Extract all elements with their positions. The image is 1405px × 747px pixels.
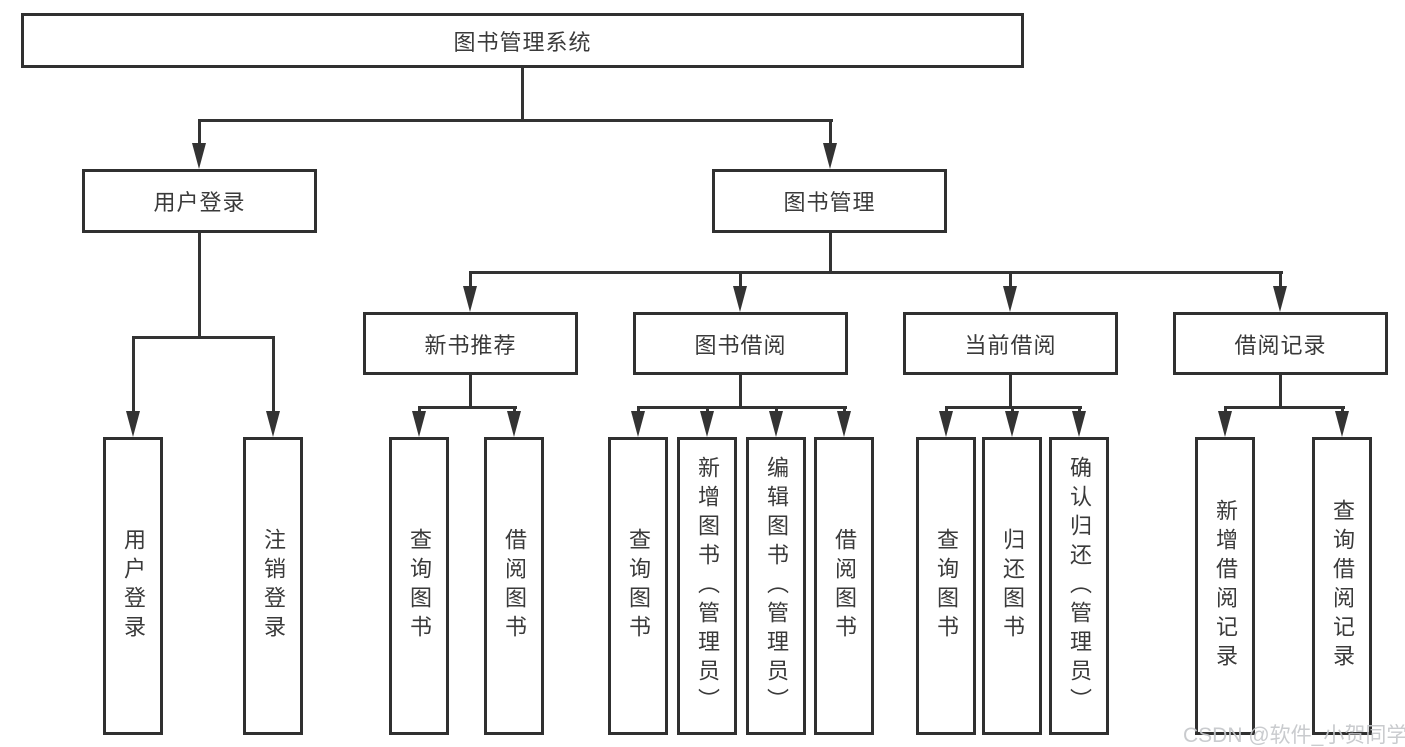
leaf-query-books-current: 查询图书 bbox=[916, 437, 976, 735]
connector-line bbox=[739, 375, 742, 408]
connector-line bbox=[198, 119, 833, 122]
arrow-down-icon bbox=[700, 411, 714, 437]
connector-line bbox=[829, 233, 832, 273]
leaf-label: 归还图书 bbox=[1000, 528, 1025, 644]
connector-line bbox=[521, 68, 524, 121]
node-new-book-recommendation: 新书推荐 bbox=[363, 312, 578, 375]
arrow-down-icon bbox=[1335, 411, 1349, 437]
connector-line bbox=[1279, 271, 1282, 293]
arrow-down-icon bbox=[631, 411, 645, 437]
leaf-confirm-return-admin: 确认归还（管理员） bbox=[1049, 437, 1109, 735]
leaf-label: 用户登录 bbox=[121, 528, 146, 644]
leaf-label: 新增借阅记录 bbox=[1213, 499, 1238, 673]
node-current-borrowing: 当前借阅 bbox=[903, 312, 1118, 375]
node-book-borrowing: 图书借阅 bbox=[633, 312, 848, 375]
leaf-query-books-recommend: 查询图书 bbox=[389, 437, 449, 735]
leaf-edit-book-admin: 编辑图书（管理员） bbox=[746, 437, 806, 735]
leaf-return-books: 归还图书 bbox=[982, 437, 1042, 735]
connector-line bbox=[1279, 375, 1282, 408]
connector-line bbox=[637, 406, 847, 409]
arrow-down-icon bbox=[126, 411, 140, 437]
leaf-label: 借阅图书 bbox=[832, 528, 857, 644]
watermark: CSDN @软件_小贺同学 bbox=[1183, 724, 1405, 747]
connector-line bbox=[198, 119, 201, 151]
leaf-logout: 注销登录 bbox=[243, 437, 303, 735]
arrow-down-icon bbox=[463, 286, 477, 312]
node-label: 借阅记录 bbox=[1234, 332, 1327, 358]
leaf-query-borrow-record: 查询借阅记录 bbox=[1312, 437, 1372, 735]
leaf-label: 查询图书 bbox=[626, 528, 651, 644]
leaf-label: 查询借阅记录 bbox=[1330, 499, 1355, 673]
node-library-management-system: 图书管理系统 bbox=[21, 13, 1024, 68]
node-book-management: 图书管理 bbox=[712, 169, 947, 233]
connector-line bbox=[739, 271, 742, 293]
node-borrowing-records: 借阅记录 bbox=[1173, 312, 1388, 375]
leaf-label: 注销登录 bbox=[261, 528, 286, 644]
arrow-down-icon bbox=[1218, 411, 1232, 437]
leaf-label: 查询图书 bbox=[407, 528, 432, 644]
leaf-label: 确认归还（管理员） bbox=[1067, 455, 1092, 717]
arrow-down-icon bbox=[507, 411, 521, 437]
arrow-down-icon bbox=[192, 143, 206, 169]
connector-line bbox=[469, 375, 472, 408]
arrow-down-icon bbox=[733, 286, 747, 312]
leaf-label: 新增图书（管理员） bbox=[695, 455, 720, 717]
arrow-down-icon bbox=[1072, 411, 1086, 437]
leaf-label: 查询图书 bbox=[934, 528, 959, 644]
leaf-query-books-borrowing: 查询图书 bbox=[608, 437, 668, 735]
leaf-label: 编辑图书（管理员） bbox=[764, 455, 789, 717]
node-label: 当前借阅 bbox=[964, 332, 1057, 358]
arrow-down-icon bbox=[1005, 411, 1019, 437]
node-label: 用户登录 bbox=[153, 190, 246, 215]
connector-line bbox=[132, 336, 135, 415]
node-label: 图书管理系统 bbox=[453, 29, 592, 55]
node-label: 图书借阅 bbox=[694, 332, 787, 358]
arrow-down-icon bbox=[1273, 286, 1287, 312]
connector-line bbox=[1224, 406, 1345, 409]
arrow-down-icon bbox=[266, 411, 280, 437]
arrow-down-icon bbox=[1003, 286, 1017, 312]
arrow-down-icon bbox=[769, 411, 783, 437]
connector-line bbox=[198, 233, 201, 338]
arrow-down-icon bbox=[837, 411, 851, 437]
connector-line bbox=[469, 271, 472, 293]
connector-line bbox=[469, 271, 1283, 274]
connector-line bbox=[1009, 271, 1012, 293]
arrow-down-icon bbox=[412, 411, 426, 437]
connector-line bbox=[418, 406, 517, 409]
arrow-down-icon bbox=[823, 143, 837, 169]
leaf-add-book-admin: 新增图书（管理员） bbox=[677, 437, 737, 735]
connector-line bbox=[829, 119, 832, 151]
leaf-borrow-books-borrowing: 借阅图书 bbox=[814, 437, 874, 735]
arrow-down-icon bbox=[939, 411, 953, 437]
node-user-login: 用户登录 bbox=[82, 169, 317, 233]
connector-line bbox=[272, 336, 275, 415]
connector-line bbox=[1009, 375, 1012, 408]
leaf-label: 借阅图书 bbox=[502, 528, 527, 644]
connector-line bbox=[132, 336, 275, 339]
leaf-user-login: 用户登录 bbox=[103, 437, 163, 735]
node-label: 图书管理 bbox=[783, 190, 876, 215]
leaf-borrow-books-recommend: 借阅图书 bbox=[484, 437, 544, 735]
node-label: 新书推荐 bbox=[424, 332, 517, 358]
leaf-add-borrow-record: 新增借阅记录 bbox=[1195, 437, 1255, 735]
